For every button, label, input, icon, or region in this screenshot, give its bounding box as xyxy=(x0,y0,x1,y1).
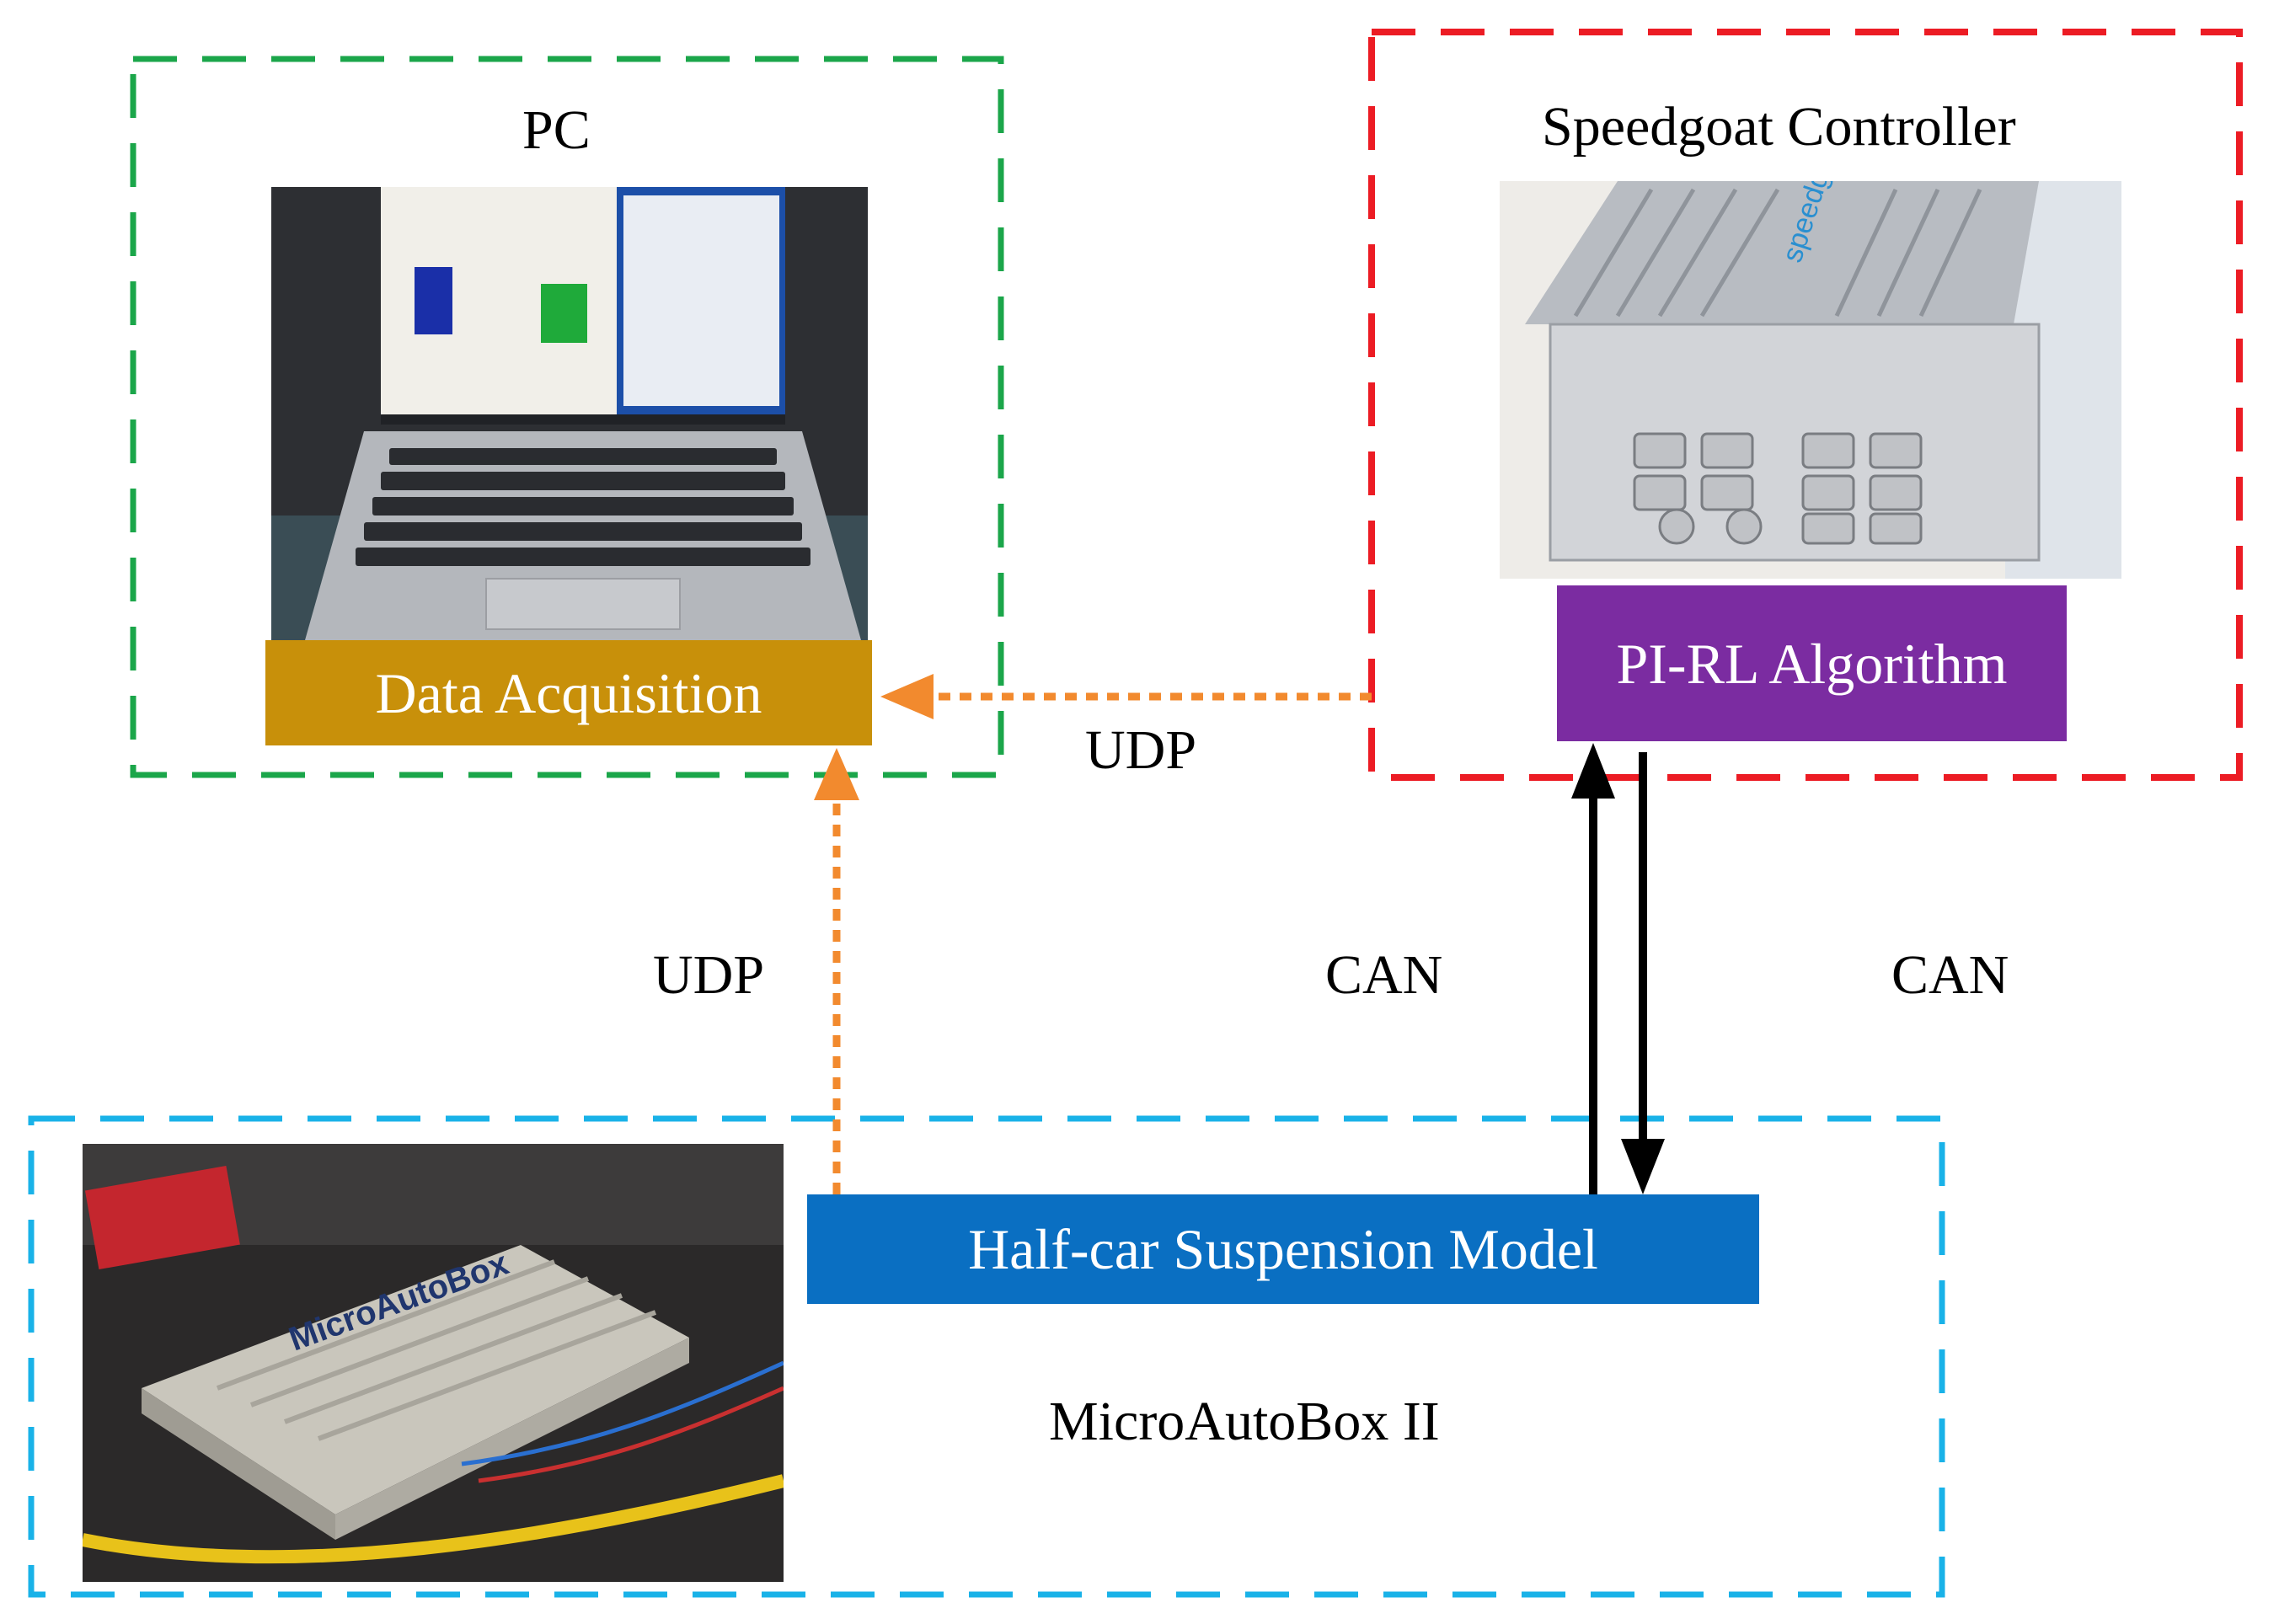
microautobox-title: MicroAutoBox II xyxy=(1049,1391,1440,1452)
udp-left-label: UDP xyxy=(653,944,765,1006)
speedgoat-title: Speedgoat Controller xyxy=(1542,96,2016,158)
can-left-label: CAN xyxy=(1325,944,1443,1006)
speedgoat-illustration xyxy=(1500,181,2121,579)
pc-title: PC xyxy=(522,99,591,161)
blue-gauge-icon xyxy=(415,267,452,334)
can-up-arrow xyxy=(1571,743,1615,1194)
udp-top-label: UDP xyxy=(1085,719,1197,781)
laptop-photo xyxy=(271,187,868,640)
suspension-model-label: Half-car Suspension Model xyxy=(968,1217,1598,1281)
microautobox-group-boundary xyxy=(28,1115,1945,1598)
pirl-algorithm-block: PI-RL Algorithm xyxy=(1557,585,2067,741)
speedgoat-device-photo: speedgoat xyxy=(1500,181,2121,579)
data-acquisition-label: Data Acquisition xyxy=(375,660,762,725)
microautobox-photo: MicroAutoBox xyxy=(83,1144,784,1582)
pc-group-boundary xyxy=(130,56,1004,778)
can-right-label: CAN xyxy=(1891,944,2009,1006)
data-acquisition-block: Data Acquisition xyxy=(265,640,872,745)
udp-top-arrow xyxy=(880,674,1372,719)
green-gauge-icon xyxy=(541,284,587,343)
udp-left-arrow xyxy=(814,748,859,1194)
speedgoat-group-boundary xyxy=(1368,29,2243,781)
can-down-arrow xyxy=(1621,752,1665,1194)
suspension-model-block: Half-car Suspension Model xyxy=(807,1194,1759,1304)
laptop-illustration xyxy=(271,187,868,640)
pirl-algorithm-label: PI-RL Algorithm xyxy=(1616,631,2008,696)
microautobox-illustration xyxy=(83,1144,784,1582)
